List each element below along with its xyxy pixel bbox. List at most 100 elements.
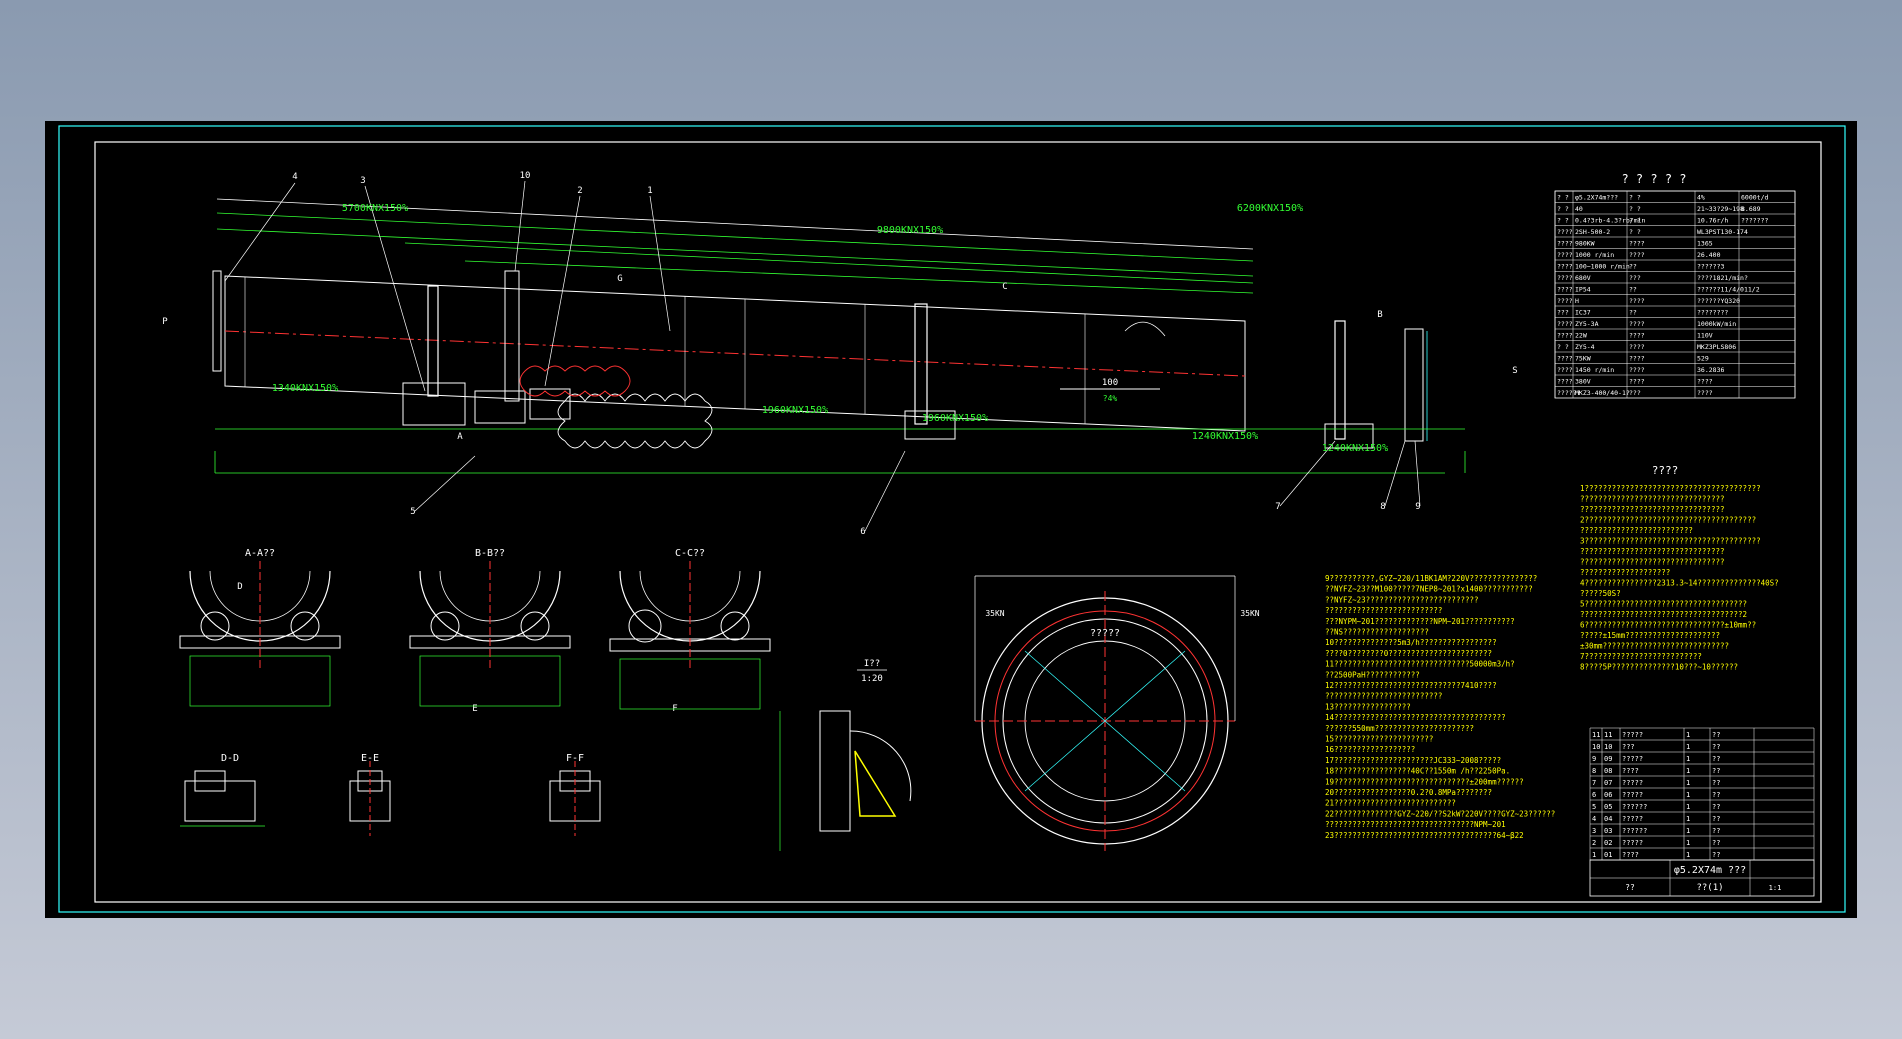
note-line: 19??????????????????????????????±200mm??… <box>1325 777 1524 786</box>
bom-cell: ?? <box>1712 839 1720 847</box>
spec-cell: 529 <box>1697 355 1709 363</box>
note-line: 3??????????????????????????????????????? <box>1580 537 1761 546</box>
spec-cell: ???? <box>1629 332 1645 340</box>
bom-cell: 1 <box>1686 839 1690 847</box>
spec-cell: ??????? <box>1741 217 1768 225</box>
note-line: 20?????????????????0.2?0.8MPa???????? <box>1325 788 1492 797</box>
bom-cell: 1 <box>1592 851 1596 859</box>
bom-cell: ?? <box>1712 767 1720 775</box>
spec-cell: ? ? <box>1557 343 1569 351</box>
spec-cell: 21~33?29~198 <box>1697 205 1744 213</box>
section-mark: A <box>457 432 463 442</box>
spec-cell: ? ? <box>1629 217 1641 225</box>
note-line: 11??????????????????????????????50000m3/… <box>1325 660 1515 669</box>
spec-cell: MKZ3-400/40-1? <box>1575 389 1630 397</box>
spec-cell: ???? <box>1697 389 1713 397</box>
note-line: ????0????????0??????????????????????? <box>1325 649 1492 658</box>
bom-cell: 02 <box>1604 839 1612 847</box>
note-line: ?????????????????????????????????NPM~201 <box>1325 820 1506 829</box>
note-line: 13????????????????? <box>1325 702 1411 711</box>
spec-cell: 26.400 <box>1697 251 1721 259</box>
spec-cell: ???? <box>1557 332 1573 340</box>
bom-cell: 6 <box>1592 791 1596 799</box>
spec-cell: ???? <box>1697 378 1713 386</box>
spec-cell: 22W <box>1575 332 1587 340</box>
load-label: 1340KNX150% <box>272 383 338 394</box>
bom-cell: ?? <box>1712 803 1720 811</box>
bom-cell: 08 <box>1604 767 1612 775</box>
cad-drawing: 100 ?4% 5700KNX150%9800KNX150%6200KNX150… <box>58 125 1846 913</box>
bom-cell: 1 <box>1686 851 1690 859</box>
notes-mid: 9??????????,GYZ~220/11BK1AM?220V????????… <box>1325 574 1555 840</box>
note-line: ±30mm???????????????????????????? <box>1580 642 1729 651</box>
section-mark: D <box>237 582 242 592</box>
bom-cell: 10 <box>1592 743 1600 751</box>
section-view-label: A-A?? <box>245 548 275 559</box>
spec-cell: ???? <box>1557 251 1573 259</box>
kiln-main-view: 100 ?4% <box>212 180 1466 532</box>
detail-scale: 1:20 <box>861 674 883 684</box>
spec-cell: 680V <box>1575 274 1591 282</box>
bom-cell: 01 <box>1604 851 1612 859</box>
note-line: ??NYFZ~23??M100?????7NEP8~201?x1400?????… <box>1325 585 1533 594</box>
bom-cell: 1 <box>1686 791 1690 799</box>
part-balloon: 2 <box>577 186 582 196</box>
section-view-label: F-F <box>566 753 584 764</box>
note-line: 9??????????,GYZ~220/11BK1AM?220V????????… <box>1325 574 1537 583</box>
ring-force-right: 35KN <box>1240 609 1259 618</box>
spec-cell: ???? <box>1629 320 1645 328</box>
bom-cell: 1 <box>1686 767 1690 775</box>
part-balloon: 3 <box>360 176 365 186</box>
part-balloon: 4 <box>292 172 297 182</box>
section-view-label: B-B?? <box>475 548 505 559</box>
spec-cell: ??????3 <box>1697 263 1724 271</box>
drawing-scale: 1:1 <box>1769 884 1782 892</box>
bom-cell: 11 <box>1592 731 1600 739</box>
spec-cell: ???? <box>1557 355 1573 363</box>
slope-label: 100 <box>1102 378 1118 388</box>
bom-cell: ?? <box>1712 731 1720 739</box>
bom-cell: 11 <box>1604 731 1612 739</box>
bom-cell: 1 <box>1686 743 1690 751</box>
bom-cell: 7 <box>1592 779 1596 787</box>
spec-cell: 380V <box>1575 378 1591 386</box>
note-line: ??????550mm?????????????????????? <box>1325 724 1474 733</box>
note-line: 7?????????????????????????? <box>1580 652 1702 661</box>
bom-cell: 1 <box>1686 803 1690 811</box>
note-line: ????????????????????????? <box>1580 526 1693 535</box>
load-annotations: 5700KNX150%9800KNX150%6200KNX150%1340KNX… <box>272 203 1388 454</box>
section-mark: C <box>1002 282 1007 292</box>
section-views <box>179 561 912 851</box>
bom-cell: ????? <box>1622 731 1643 739</box>
part-balloon: 1 <box>647 186 652 196</box>
spec-cell: ?? <box>1629 286 1637 294</box>
inner-border <box>94 141 1822 903</box>
drawing-sheet-no: ??(1) <box>1696 883 1723 893</box>
bom-cell: 4 <box>1592 815 1596 823</box>
bom-cell: 2 <box>1592 839 1596 847</box>
spec-cell: 2SH-500-2 <box>1575 228 1610 236</box>
load-label: 1960KNX150% <box>762 405 828 416</box>
note-line: 17??????????????????????JC333~2008????? <box>1325 756 1501 765</box>
note-line: ?????????????????????????? <box>1325 692 1442 701</box>
bom-cell: ?? <box>1712 791 1720 799</box>
load-label: 1240KNX150% <box>1322 443 1388 454</box>
spec-cell: 1000 r/min <box>1575 251 1614 259</box>
spec-cell: ?? <box>1629 309 1637 317</box>
bom-cell: ????? <box>1622 815 1643 823</box>
bom-cell: ?????? <box>1622 827 1647 835</box>
bom-cell: 04 <box>1604 815 1612 823</box>
note-line: 10??????????????5m3/h????????????????? <box>1325 638 1497 647</box>
note-line: 5???????????????????????????????????? <box>1580 600 1747 609</box>
section-mark: E <box>472 704 477 714</box>
spec-cell: 36.2836 <box>1697 366 1724 374</box>
note-line: 8????5P??????????????10???~10?????? <box>1580 663 1738 672</box>
spec-cell: ???? <box>1557 366 1573 374</box>
spec-cell: ZY5-3A <box>1575 320 1599 328</box>
detail-label: I?? <box>864 659 880 669</box>
bom-cell: ????? <box>1622 839 1643 847</box>
spec-cell: ??????YQ320 <box>1697 297 1740 305</box>
